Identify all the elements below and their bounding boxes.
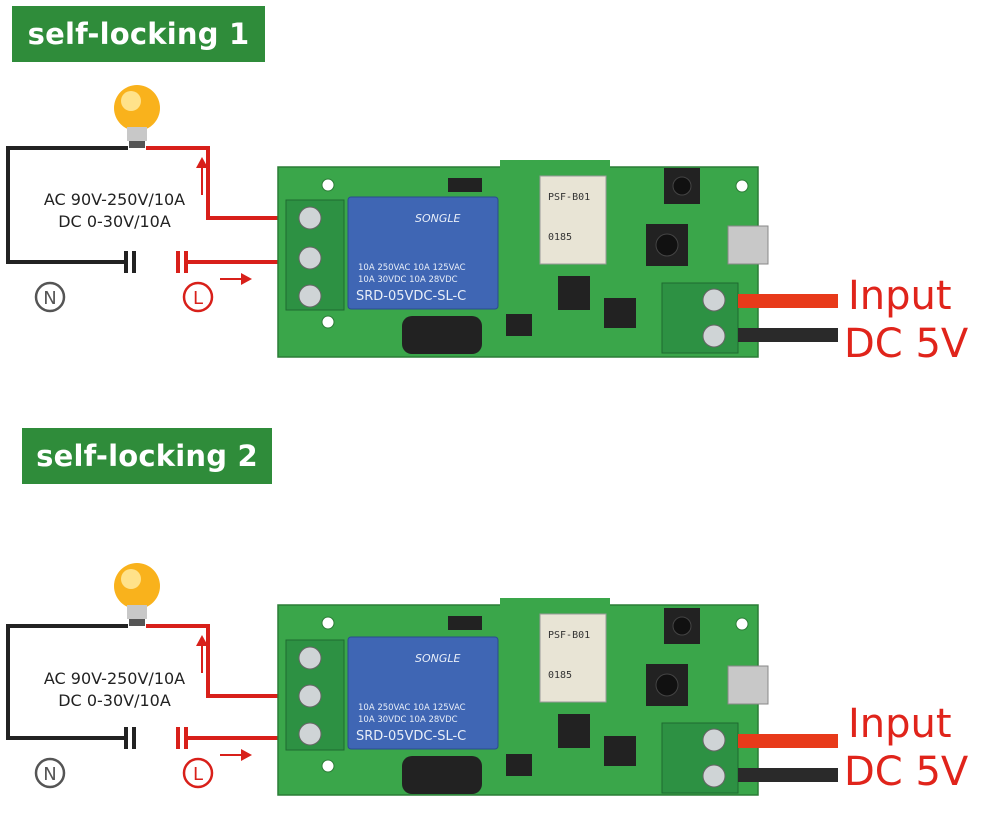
input-label-line1: Input: [848, 273, 952, 319]
svg-text:10A 250VAC 10A 125VAC: 10A 250VAC 10A 125VAC: [358, 703, 466, 713]
light-bulb-icon: [114, 563, 160, 626]
svg-text:10A 30VDC 10A 28VDC: 10A 30VDC 10A 28VDC: [358, 715, 458, 725]
live-symbol-icon: L: [182, 757, 214, 789]
neutral-symbol-icon: N: [34, 281, 66, 313]
input-label-line2: DC 5V: [844, 321, 969, 367]
wiring-diagram: N L SONGLE 10A 250VAC 10A 125VAC 10A 30V…: [6, 563, 838, 796]
load-wire: [146, 146, 282, 220]
relay-board: SONGLE 10A 250VAC 10A 125VAC 10A 30VDC 1…: [277, 160, 769, 358]
svg-text:L: L: [193, 288, 203, 309]
neutral-symbol-icon: N: [34, 757, 66, 789]
svg-text:PSF-B01: PSF-B01: [548, 630, 590, 641]
svg-text:10A 250VAC 10A 125VAC: 10A 250VAC 10A 125VAC: [358, 263, 466, 273]
arrow-icon: [220, 273, 252, 285]
svg-text:0185: 0185: [548, 670, 572, 681]
svg-text:L: L: [193, 764, 203, 785]
load-spec-dc: DC 0-30V/10A: [58, 691, 171, 710]
capacitor-icon: [176, 251, 188, 273]
svg-text:SONGLE: SONGLE: [415, 212, 461, 225]
diagram-self-locking-2: self-locking 2 N: [0, 418, 982, 818]
input-negative-wire: [738, 768, 838, 782]
light-bulb-icon: [114, 85, 160, 148]
wiring-diagram: N L SONGLE 10A 250VAC 10A 125VAC 10A 30V…: [6, 85, 838, 358]
input-label: Input DC 5V: [844, 700, 968, 796]
svg-text:PSF-B01: PSF-B01: [548, 192, 590, 203]
svg-text:0185: 0185: [548, 232, 572, 243]
load-spec: AC 90V-250V/10A DC 0-30V/10A: [22, 668, 207, 712]
svg-text:SRD-05VDC-SL-C: SRD-05VDC-SL-C: [356, 729, 466, 744]
svg-text:N: N: [43, 288, 56, 309]
load-spec-ac: AC 90V-250V/10A: [43, 669, 186, 688]
diagram-title: self-locking 1: [12, 6, 265, 62]
load-wire: [146, 624, 282, 698]
arrow-icon: [196, 635, 208, 673]
input-label-line1: Input: [848, 701, 952, 747]
input-label: Input DC 5V: [844, 272, 968, 368]
svg-text:SRD-05VDC-SL-C: SRD-05VDC-SL-C: [356, 289, 466, 304]
input-label-line2: DC 5V: [844, 749, 969, 795]
capacitor-icon: [176, 727, 188, 749]
load-spec-dc: DC 0-30V/10A: [58, 212, 171, 231]
input-positive-wire: [738, 734, 838, 748]
diagram-title: self-locking 2: [22, 428, 272, 484]
diagram-self-locking-1: self-locking 1: [0, 0, 982, 400]
arrow-icon: [196, 157, 208, 195]
capacitor-icon: [124, 727, 136, 749]
neutral-wire: [6, 624, 128, 740]
capacitor-icon: [124, 251, 136, 273]
live-symbol-icon: L: [182, 281, 214, 313]
load-spec: AC 90V-250V/10A DC 0-30V/10A: [22, 189, 207, 233]
neutral-wire: [6, 146, 128, 264]
svg-text:10A 30VDC 10A 28VDC: 10A 30VDC 10A 28VDC: [358, 275, 458, 285]
arrow-icon: [220, 749, 252, 761]
svg-text:SONGLE: SONGLE: [415, 652, 461, 665]
input-negative-wire: [738, 328, 838, 342]
relay-board: SONGLE 10A 250VAC 10A 125VAC 10A 30VDC 1…: [277, 598, 769, 796]
load-spec-ac: AC 90V-250V/10A: [43, 190, 186, 209]
svg-text:N: N: [43, 764, 56, 785]
input-positive-wire: [738, 294, 838, 308]
